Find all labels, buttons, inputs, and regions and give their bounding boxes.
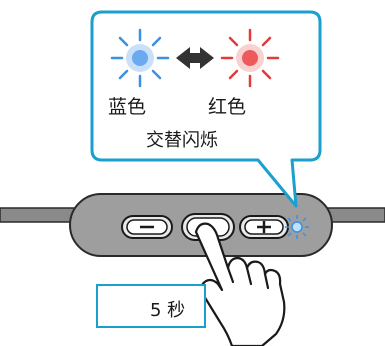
remote-led-icon	[285, 215, 309, 239]
blue-label: 蓝色	[108, 96, 147, 118]
minus-button[interactable]	[121, 215, 173, 239]
alternate-flash-label: 交替闪烁	[146, 130, 218, 151]
blue-led-flash-icon	[110, 28, 170, 88]
double-arrow-icon	[176, 47, 214, 69]
red-label: 红色	[208, 96, 247, 118]
cable-right	[323, 207, 385, 223]
red-led-flash-icon	[220, 28, 280, 88]
cable-left	[0, 207, 77, 223]
plus-button[interactable]	[239, 215, 289, 239]
timer-box: 5 秒	[96, 284, 206, 328]
timer-duration: 5 秒	[150, 300, 186, 321]
